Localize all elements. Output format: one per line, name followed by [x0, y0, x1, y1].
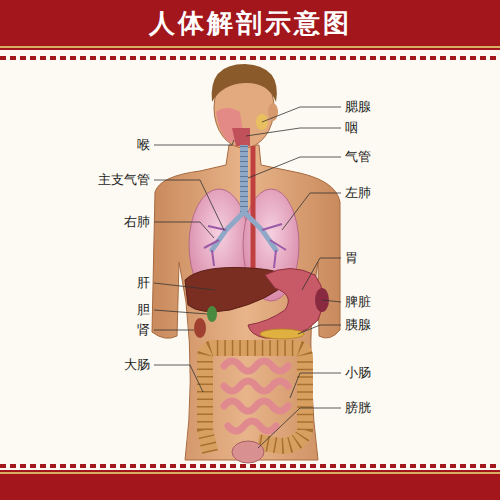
- organ-label: 肾: [137, 322, 150, 338]
- organ-label: 咽: [345, 120, 358, 136]
- organ-label: 肝: [137, 275, 150, 291]
- trachea: [240, 145, 248, 215]
- organ-label: 主支气管: [98, 172, 150, 188]
- organ-label: 脾脏: [345, 294, 371, 310]
- organ-label: 小肠: [345, 365, 371, 381]
- title-band: [0, 0, 500, 50]
- stomach: [248, 269, 323, 339]
- bronchioles: [204, 224, 286, 268]
- gold-rule: [0, 46, 500, 48]
- hair: [212, 64, 277, 102]
- pancreas: [260, 329, 304, 339]
- trachea-rings: [240, 146, 248, 214]
- leader-lines: [154, 107, 341, 448]
- organ-label: 大肠: [124, 357, 150, 373]
- pharynx: [232, 128, 250, 146]
- bladder: [232, 441, 264, 463]
- organ-label: 膀胱: [345, 400, 371, 416]
- main-bronchi: [212, 212, 276, 250]
- organ-label: 腮腺: [345, 99, 371, 115]
- gold-rule: [0, 472, 500, 474]
- bottom-band: [0, 470, 500, 500]
- organ-label: 胰腺: [345, 317, 371, 333]
- key-pattern: [0, 464, 500, 468]
- poster-title: 人体解剖示意图: [0, 6, 500, 40]
- organ-label: 胆: [137, 302, 150, 318]
- gallbladder: [207, 306, 217, 322]
- organ-label: 喉: [137, 137, 150, 153]
- small-intestine: [224, 361, 288, 431]
- large-intestine: [205, 348, 305, 452]
- esophagus: [251, 146, 256, 272]
- organ-label: 气管: [345, 149, 371, 165]
- organ-label: 左肺: [345, 185, 371, 201]
- organ-label: 右肺: [124, 214, 150, 230]
- key-pattern: [0, 56, 500, 60]
- ear: [268, 103, 278, 121]
- colon-haustra: [205, 348, 305, 452]
- kidney: [194, 318, 206, 338]
- torso: [152, 145, 340, 460]
- organ-label: 胃: [345, 250, 358, 266]
